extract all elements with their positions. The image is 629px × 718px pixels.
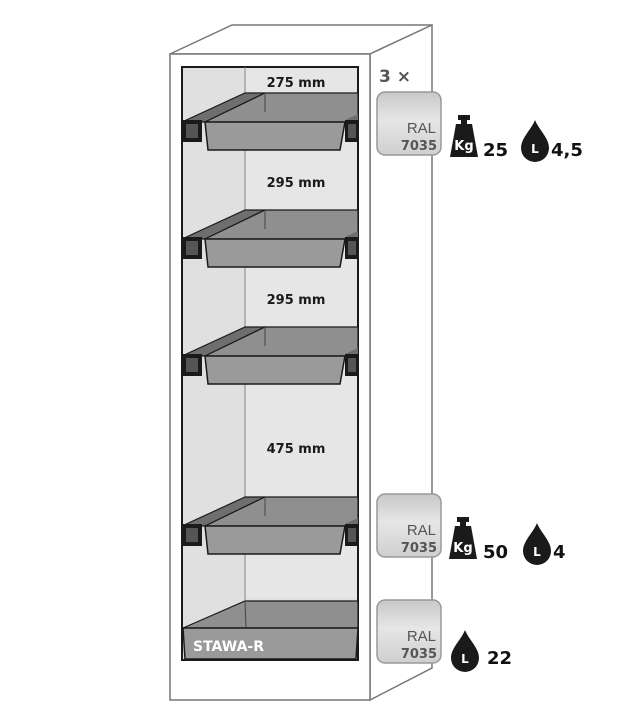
model-label: STAWA-R bbox=[193, 639, 264, 655]
liter-drop-icon: L bbox=[451, 630, 479, 672]
liter-drop-icon: L bbox=[523, 523, 551, 565]
svg-text:RAL: RAL bbox=[407, 522, 436, 539]
svg-text:7035: 7035 bbox=[401, 647, 437, 662]
svg-text:Kg: Kg bbox=[454, 139, 473, 154]
weight-icon: Kg bbox=[449, 517, 477, 559]
bottom-shelf-load-kg: 50 bbox=[483, 542, 508, 563]
svg-text:L: L bbox=[461, 652, 469, 666]
svg-text:L: L bbox=[531, 142, 539, 156]
ral-tile-bottom-shelf: RAL 7035 bbox=[376, 493, 442, 558]
dimension-label-2: 295 mm bbox=[267, 176, 326, 191]
svg-text:RAL: RAL bbox=[407, 120, 436, 137]
weight-icon: Kg bbox=[450, 115, 478, 157]
svg-text:7035: 7035 bbox=[401, 139, 437, 154]
dimension-label-4: 475 mm bbox=[267, 442, 326, 457]
shelf-capacity-l: 4,5 bbox=[551, 140, 583, 161]
svg-text:L: L bbox=[533, 545, 541, 559]
svg-text:RAL: RAL bbox=[407, 628, 436, 645]
liter-drop-icon: L bbox=[521, 120, 549, 162]
dimension-label-1: 275 mm bbox=[267, 76, 326, 91]
shelf-quantity: 3 × bbox=[379, 67, 411, 87]
svg-text:Kg: Kg bbox=[453, 541, 472, 556]
bottom-shelf-capacity-l: 4 bbox=[553, 542, 566, 563]
ral-tile-sump: RAL 7035 bbox=[376, 599, 442, 664]
dimension-label-3: 295 mm bbox=[267, 293, 326, 308]
svg-text:7035: 7035 bbox=[401, 541, 437, 556]
ral-tile-shelves: RAL 7035 bbox=[376, 91, 442, 156]
shelf-load-kg: 25 bbox=[483, 140, 508, 161]
sump-capacity-l: 22 bbox=[487, 648, 512, 669]
bottom-sump: STAWA-R bbox=[182, 600, 359, 660]
